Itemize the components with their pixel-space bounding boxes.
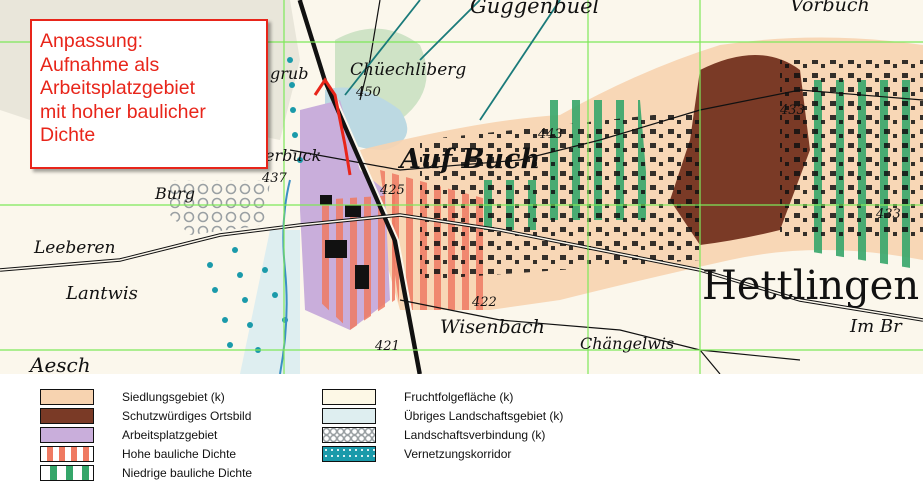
building-cluster-east xyxy=(780,60,923,240)
workplace-swatch xyxy=(40,427,94,443)
elevation-443: 443 xyxy=(538,127,563,142)
landscape-connection-swatch xyxy=(322,427,376,443)
map-label-auf-buch: Auf Buch xyxy=(400,144,541,175)
landscape-connection-area xyxy=(170,180,270,235)
map-legend: Siedlungsgebiet (k) Schutzwürdiges Ortsb… xyxy=(0,374,923,494)
crop-rotation-swatch xyxy=(322,389,376,405)
map-label-erbuck: erbuck xyxy=(265,146,322,165)
elevation-421: 421 xyxy=(375,339,400,354)
heritage-swatch xyxy=(40,408,94,424)
map-label-leeberen: Leeberen xyxy=(34,238,116,258)
legend-item-heritage: Schutzwürdiges Ortsbild xyxy=(40,407,251,425)
legend-label: Arbeitsplatzgebiet xyxy=(122,428,218,442)
building xyxy=(325,240,347,258)
high-density-area xyxy=(318,195,395,330)
callout-line-1: Anpassung: xyxy=(40,30,143,52)
elevation-425: 425 xyxy=(380,183,405,198)
callout-line-3: Arbeitsplatzgebiet xyxy=(40,77,196,99)
change-outline xyxy=(313,77,352,176)
legend-label: Fruchtfolgefläche (k) xyxy=(404,390,514,404)
map-label-aesch: Aesch xyxy=(30,353,91,374)
map-label-chuechliberg: Chüechliberg xyxy=(350,60,467,80)
low-density-swatch xyxy=(40,465,94,481)
legend-label: Landschaftsverbindung (k) xyxy=(404,428,546,442)
callout-line-5: Dichte xyxy=(40,124,96,146)
legend-item-corridor: Vernetzungskorridor xyxy=(322,445,511,463)
map-label-vorbuch: Vorbuch xyxy=(790,0,870,16)
legend-label: Niedrige bauliche Dichte xyxy=(122,466,253,480)
map-label-lantwis: Lantwis xyxy=(66,283,138,304)
elevation-422: 422 xyxy=(472,295,497,310)
elevation-433: 433 xyxy=(780,103,805,118)
legend-item-settlement: Siedlungsgebiet (k) xyxy=(40,388,225,406)
corridor-swatch xyxy=(322,446,376,462)
legend-item-landscape: Übriges Landschaftsgebiet (k) xyxy=(322,407,563,425)
elevation-433-east: 433 xyxy=(876,207,901,222)
callout-line-2: Aufnahme als xyxy=(40,53,160,76)
roads xyxy=(0,0,923,374)
elevation-437: 437 xyxy=(262,171,287,186)
building xyxy=(345,205,361,217)
legend-item-workplace: Arbeitsplatzgebiet xyxy=(40,426,217,444)
legend-label: Vernetzungskorridor xyxy=(404,447,512,461)
map-area[interactable]: Guggenbüel Vorbuch Chüechliberg Auf Buch… xyxy=(0,0,923,374)
legend-item-crop-rotation: Fruchtfolgefläche (k) xyxy=(322,388,513,406)
callout-line-4: mit hoher baulicher xyxy=(40,100,206,123)
map-label-wisenbach: Wisenbach xyxy=(440,316,545,338)
map-label-grub: grub xyxy=(270,64,309,83)
building-cluster xyxy=(420,110,700,280)
legend-label: Schutzwürdiges Ortsbild xyxy=(122,409,252,423)
legend-item-landscape-connection: Landschaftsverbindung (k) xyxy=(322,426,545,444)
building xyxy=(355,265,369,289)
building xyxy=(320,195,332,205)
map-label-hettlingen: Hettlingen xyxy=(702,263,920,309)
change-callout: Anpassung: Aufnahme als Arbeitsplatzgebi… xyxy=(30,19,268,169)
heritage-area xyxy=(670,55,810,245)
legend-label: Hohe bauliche Dichte xyxy=(122,447,237,461)
legend-item-low-density: Niedrige bauliche Dichte xyxy=(40,464,252,482)
legend-label: Übriges Landschaftsgebiet (k) xyxy=(404,409,564,423)
elevation-450: 450 xyxy=(356,85,381,100)
map-label-changelwis: Chängelwis xyxy=(580,334,675,353)
legend-item-high-density: Hohe bauliche Dichte xyxy=(40,445,236,463)
map-label-im-br: Im Br xyxy=(850,316,902,337)
boundary-lines xyxy=(344,0,561,121)
legend-label: Siedlungsgebiet (k) xyxy=(122,390,225,404)
map-label-guggenbuel: Guggenbüel xyxy=(470,0,600,18)
map-canvas xyxy=(0,0,923,374)
high-density-swatch xyxy=(40,446,94,462)
map-label-burg: Burg xyxy=(155,184,195,203)
settlement-swatch xyxy=(40,389,94,405)
landscape-swatch xyxy=(322,408,376,424)
